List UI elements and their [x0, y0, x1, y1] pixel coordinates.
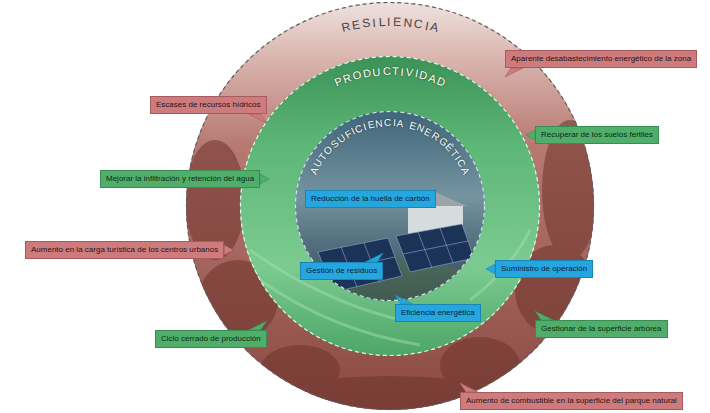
callout-tail — [486, 264, 495, 274]
callout-box: Aparente desabastecimiento energético de… — [505, 50, 697, 68]
callout-tail — [365, 253, 383, 262]
solar-installation — [280, 192, 500, 340]
title-letter: D — [362, 67, 372, 79]
title-letter: E — [367, 120, 376, 131]
title-letter: I — [424, 19, 430, 31]
callout-tail — [505, 68, 523, 77]
title-letter: C — [384, 118, 391, 128]
title-letter: I — [393, 118, 396, 128]
callout-tail — [224, 245, 233, 255]
title-letter: I — [372, 17, 376, 29]
callout-box: Gestionar de la superficie arbórea — [535, 320, 668, 338]
callout-box: Mejorar la infiltración y retención del … — [100, 170, 260, 188]
callout-text: Ciclo cerrado de producción — [161, 334, 261, 344]
title-letter: N — [375, 118, 383, 129]
callout-tail — [249, 114, 267, 123]
tree-blob — [260, 345, 340, 395]
callout-text: Gestionar de la superficie arbórea — [541, 324, 662, 334]
callout-text: Aparente desabastecimiento energético de… — [511, 54, 691, 64]
callout-box: Aumento de combustible en la superficie … — [460, 392, 683, 410]
callout-box: Eficiencia energética — [395, 304, 481, 322]
title-letter: S — [362, 17, 371, 30]
title-letter: I — [414, 68, 419, 79]
middle-ring-field — [240, 56, 540, 356]
title-letter: A — [429, 21, 440, 35]
title-letter: R — [340, 20, 351, 34]
title-letter: I — [387, 16, 390, 28]
callout-text: Aumento de combustible en la superficie … — [466, 396, 677, 406]
callout-box: Recuperar de los suelos fertiles — [535, 126, 659, 144]
ring-circle: PRODUCTIVIDADAUTOSUFICIENCIA ENERGÉTICAR… — [240, 56, 540, 356]
callout-text: Eficiencia energética — [401, 308, 475, 318]
title-letter: D — [418, 69, 428, 82]
title-letter: D — [436, 75, 448, 88]
callout-box: Escases de recursos hídricos — [150, 96, 267, 114]
title-letter: C — [382, 66, 390, 77]
callout-text: Aumento en la carga turística de los cen… — [31, 245, 218, 255]
title-letter: A — [396, 118, 404, 129]
callout-box: Suministro de operación — [495, 260, 593, 278]
title-letter: U — [372, 66, 381, 78]
title-letter: C — [413, 18, 423, 31]
callout-text: Mejorar la infiltración y retención del … — [106, 174, 254, 184]
callout-box: Reducción de la huella de carbón — [305, 190, 436, 208]
title-letter: T — [392, 66, 399, 77]
ring-border — [241, 57, 540, 356]
callout-text: Reducción de la huella de carbón — [311, 194, 430, 204]
title-letter: I — [400, 66, 404, 77]
callout-box: Aumento en la carga turística de los cen… — [25, 241, 224, 259]
title-letter: A — [459, 166, 471, 176]
callout-text: Suministro de operación — [501, 264, 587, 274]
panel-grid — [418, 232, 432, 268]
field-streaks — [250, 230, 530, 345]
title-letter: V — [405, 67, 414, 79]
tree-blob — [440, 337, 520, 393]
title-letter: N — [403, 16, 413, 29]
callout-tail — [260, 174, 269, 184]
callout-tail — [249, 321, 267, 330]
callout-tail — [526, 130, 535, 140]
title-letter: E — [393, 16, 401, 28]
panel-grid — [440, 228, 453, 263]
panel-grid — [403, 241, 468, 254]
callout-tail — [395, 295, 413, 304]
title-letter: O — [351, 69, 362, 82]
callout-text: Recuperar de los suelos fertiles — [541, 130, 653, 140]
callout-tail — [535, 311, 553, 320]
callout-box: Ciclo cerrado de producción — [155, 330, 267, 348]
callout-box: Gestión de residuos — [300, 262, 383, 280]
callout-text: Escases de recursos hídricos — [156, 100, 261, 110]
callout-text: Gestión de residuos — [306, 266, 377, 276]
title-letter: L — [378, 16, 385, 28]
title-letter: E — [351, 18, 361, 31]
solar-panel — [396, 224, 474, 272]
callout-tail — [460, 383, 478, 392]
ring-border — [296, 112, 485, 301]
